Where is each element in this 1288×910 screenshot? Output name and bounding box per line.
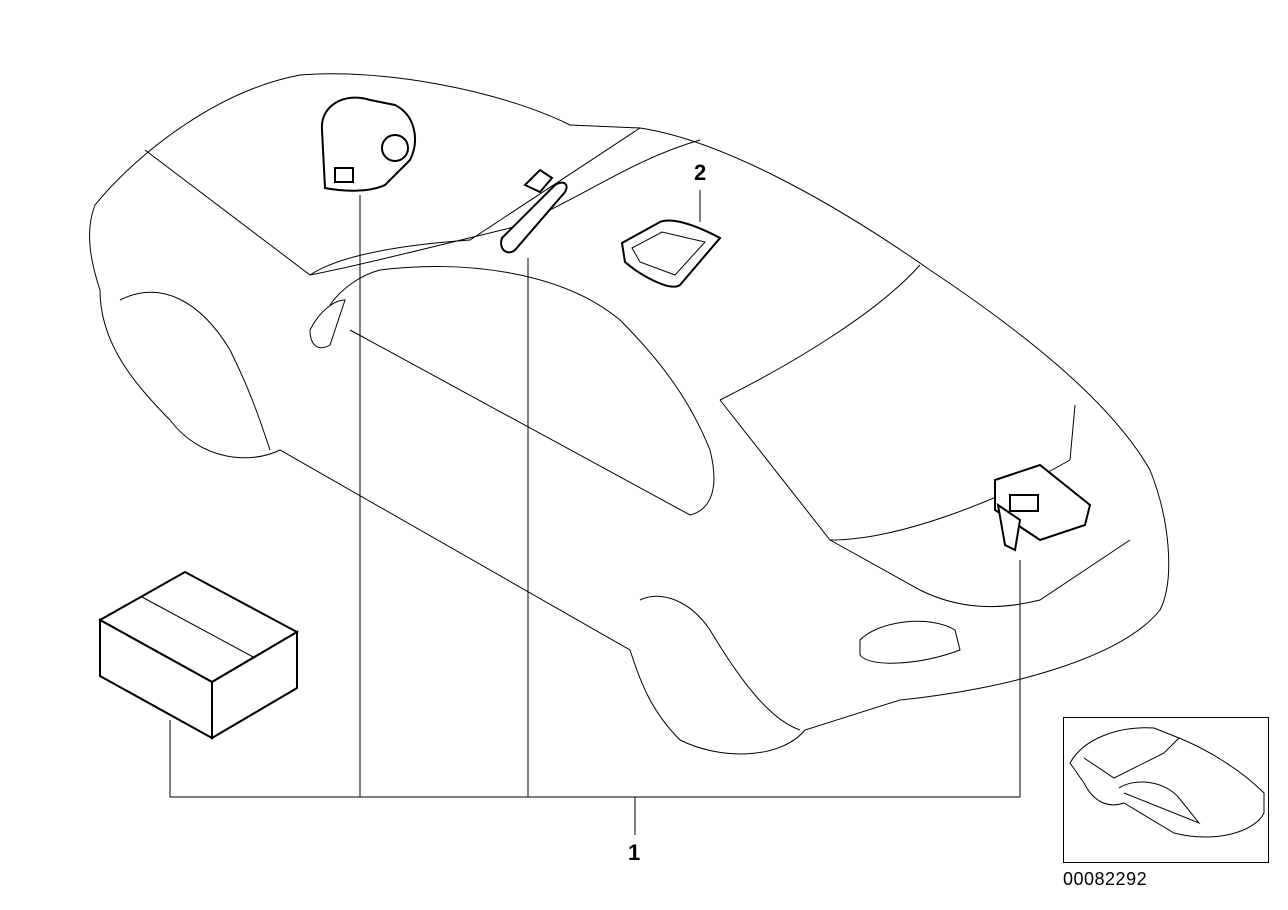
- part-2-cover: [620, 219, 722, 288]
- interior-mirror: [500, 168, 568, 254]
- vehicle-thumbnail: [1063, 717, 1269, 863]
- alarm-siren: [320, 96, 416, 192]
- thumbnail-car-icon: [1069, 727, 1265, 838]
- leader-lines: [169, 190, 1021, 835]
- diagram-code: 00082292: [1063, 869, 1148, 889]
- retrofit-kit-box: [97, 570, 300, 740]
- alarm-control-unit: [994, 463, 1092, 552]
- callout-2: 2: [694, 160, 707, 185]
- callout-1: 1: [628, 840, 641, 865]
